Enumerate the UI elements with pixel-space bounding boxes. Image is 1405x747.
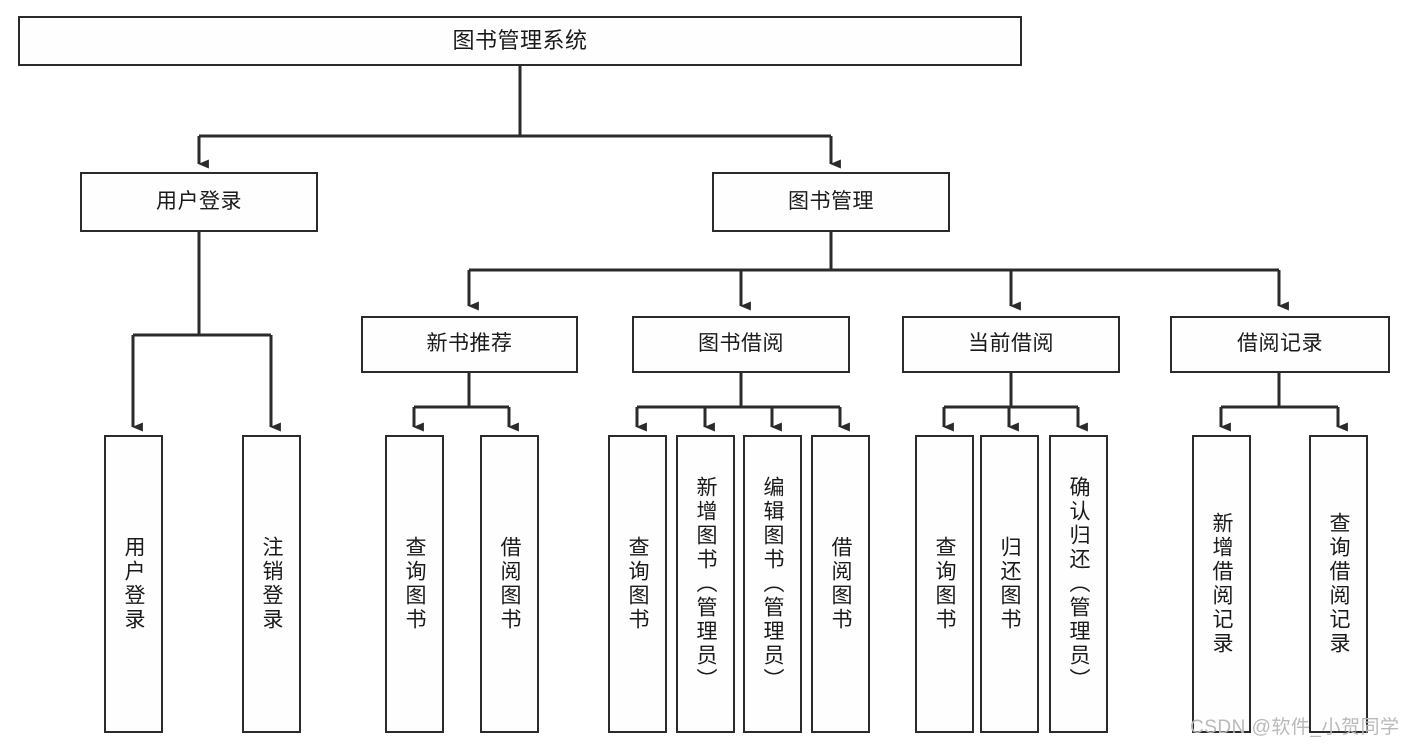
node-leaf-query-book-recommend[interactable]: 查询图书 bbox=[385, 435, 444, 733]
node-label: 图书管理系统 bbox=[452, 28, 588, 54]
node-leaf-return-book[interactable]: 归还图书 bbox=[980, 435, 1039, 733]
node-leaf-edit-book-admin[interactable]: 编辑图书（管理员） bbox=[743, 435, 802, 733]
node-root-book-management-system[interactable]: 图书管理系统 bbox=[18, 16, 1022, 66]
node-label: 用户登录 bbox=[122, 536, 145, 632]
node-label: 借阅图书 bbox=[829, 536, 852, 632]
csdn-watermark: CSDN @软件_小贺同学 bbox=[1190, 717, 1400, 738]
node-leaf-add-borrow-record[interactable]: 新增借阅记录 bbox=[1192, 435, 1251, 733]
node-leaf-query-book-current[interactable]: 查询图书 bbox=[915, 435, 974, 733]
node-leaf-confirm-return-admin[interactable]: 确认归还（管理员） bbox=[1049, 435, 1108, 733]
node-label: 查询图书 bbox=[626, 536, 649, 632]
node-label: 编辑图书（管理员） bbox=[761, 476, 784, 692]
node-leaf-query-borrow-record[interactable]: 查询借阅记录 bbox=[1309, 435, 1368, 733]
node-label: 新增图书（管理员） bbox=[694, 476, 717, 692]
node-label: 图书借阅 bbox=[698, 332, 784, 356]
node-label: 归还图书 bbox=[998, 536, 1021, 632]
node-label: 查询图书 bbox=[933, 536, 956, 632]
node-label: 借阅图书 bbox=[498, 536, 521, 632]
node-current-borrow[interactable]: 当前借阅 bbox=[902, 316, 1120, 373]
node-leaf-query-book-borrow[interactable]: 查询图书 bbox=[608, 435, 667, 733]
node-new-book-recommendation[interactable]: 新书推荐 bbox=[361, 316, 578, 373]
node-book-borrow[interactable]: 图书借阅 bbox=[632, 316, 850, 373]
node-leaf-user-logout[interactable]: 注销登录 bbox=[242, 435, 301, 733]
node-leaf-add-book-admin[interactable]: 新增图书（管理员） bbox=[676, 435, 735, 733]
node-label: 确认归还（管理员） bbox=[1067, 476, 1090, 692]
node-leaf-user-login[interactable]: 用户登录 bbox=[104, 435, 163, 733]
node-label: 查询借阅记录 bbox=[1327, 512, 1350, 656]
node-leaf-borrow-book[interactable]: 借阅图书 bbox=[811, 435, 870, 733]
node-label: 图书管理 bbox=[788, 189, 874, 213]
node-label: 用户登录 bbox=[156, 189, 242, 213]
node-label: 当前借阅 bbox=[968, 332, 1054, 356]
node-label: 新书推荐 bbox=[426, 332, 513, 356]
node-label: 查询图书 bbox=[403, 536, 426, 632]
node-label: 注销登录 bbox=[260, 536, 283, 632]
node-label: 新增借阅记录 bbox=[1210, 512, 1233, 656]
node-leaf-borrow-book-recommend[interactable]: 借阅图书 bbox=[480, 435, 539, 733]
node-borrow-record[interactable]: 借阅记录 bbox=[1170, 316, 1390, 373]
node-label: 借阅记录 bbox=[1237, 332, 1323, 356]
node-user-login[interactable]: 用户登录 bbox=[80, 172, 318, 232]
node-book-manage[interactable]: 图书管理 bbox=[712, 172, 950, 232]
